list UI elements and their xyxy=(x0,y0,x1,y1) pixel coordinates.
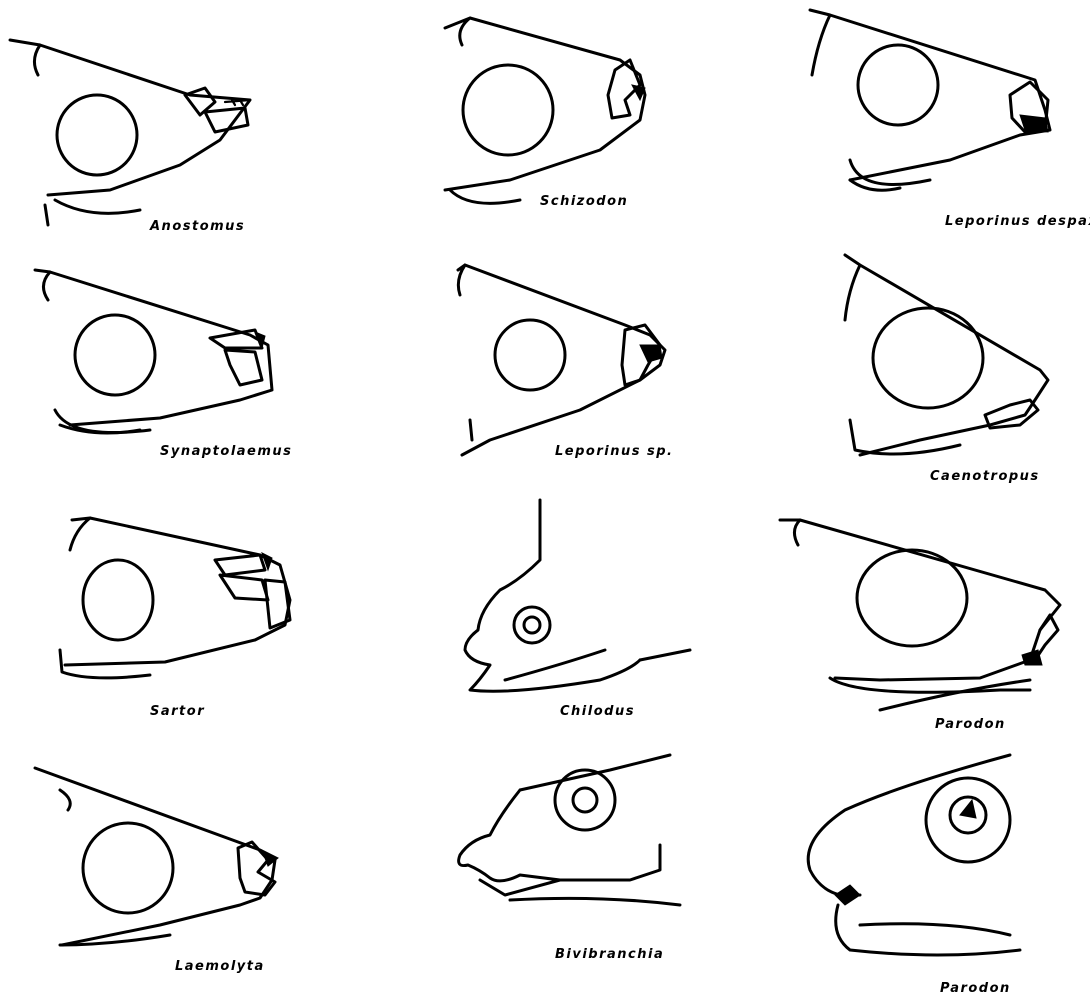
parodon-2-head-drawing: Parodon xyxy=(808,755,1020,996)
leporinus-sp-head-drawing: Leporinus sp. xyxy=(458,265,673,459)
parodon-1-head-drawing: Parodon xyxy=(780,520,1060,732)
laemolyta-head-drawing: Laemolyta xyxy=(35,768,278,974)
leporinus-despaxi-head-drawing: Leporinus despaxi xyxy=(810,10,1090,229)
label-parodon-2: Parodon xyxy=(940,981,1011,996)
label-chilodus: Chilodus xyxy=(560,704,635,719)
chilodus-head-drawing: Chilodus xyxy=(465,500,690,719)
caenotropus-head-drawing: Caenotropus xyxy=(845,255,1048,484)
anostomus-head-drawing: Anostomus xyxy=(10,40,250,234)
label-synaptolaemus: Synaptolaemus xyxy=(160,444,292,459)
label-leporinus-sp: Leporinus sp. xyxy=(555,444,673,459)
label-sartor: Sartor xyxy=(150,704,205,719)
label-anostomus: Anostomus xyxy=(149,219,245,234)
bivibranchia-head-drawing: Bivibranchia xyxy=(459,755,680,962)
label-parodon-1: Parodon xyxy=(935,717,1006,732)
label-bivibranchia: Bivibranchia xyxy=(555,947,664,962)
label-schizodon: Schizodon xyxy=(540,194,628,209)
label-caenotropus: Caenotropus xyxy=(930,469,1040,484)
sartor-head-drawing: Sartor xyxy=(60,518,290,719)
synaptolaemus-head-drawing: Synaptolaemus xyxy=(35,270,292,459)
label-leporinus-despaxi: Leporinus despaxi xyxy=(945,214,1090,229)
label-laemolyta: Laemolyta xyxy=(175,959,265,974)
schizodon-head-drawing: Schizodon xyxy=(445,18,645,209)
